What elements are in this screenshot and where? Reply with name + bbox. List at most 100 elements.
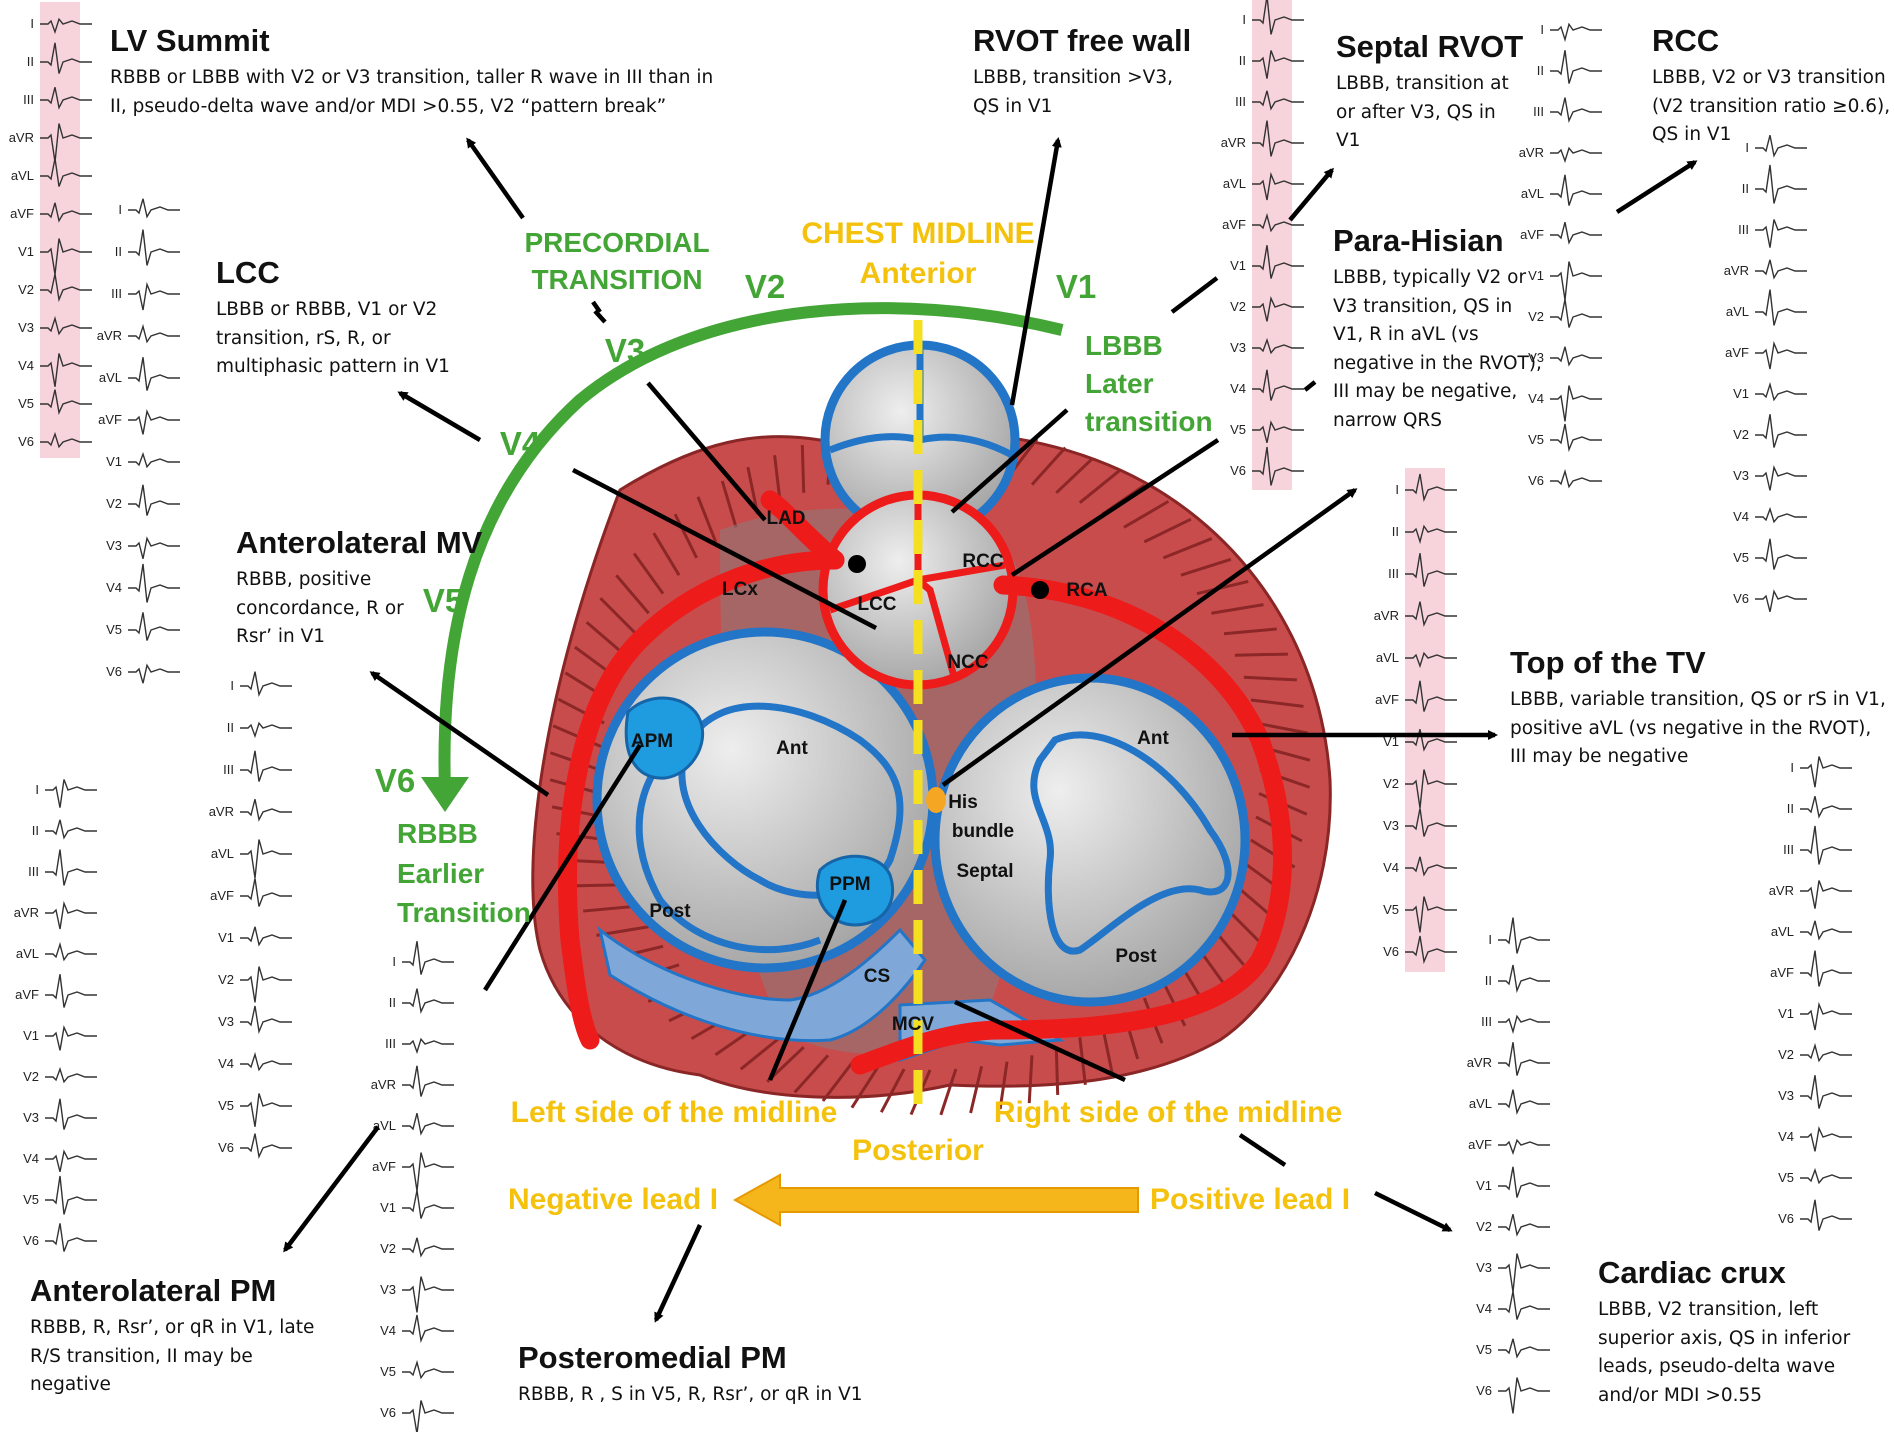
ecg-trace: [1550, 386, 1602, 422]
ecg-lead-label: aVR: [1769, 883, 1794, 898]
ecg-lead-label: II: [1485, 973, 1492, 988]
lad-label: LAD: [766, 508, 805, 529]
ecg-lead-label: V6: [1230, 463, 1246, 478]
lcx-label: LCx: [722, 579, 758, 600]
apm-label: APM: [631, 731, 673, 752]
mcv-label: MCV: [892, 1014, 935, 1035]
ecg-lead-label: aVR: [97, 328, 122, 343]
ecg-trace: [45, 1176, 97, 1214]
ecg-trace: [1755, 414, 1807, 447]
ecg-trace: [402, 1401, 454, 1432]
his-bundle-marker: [926, 787, 946, 813]
annotation-title: LCC: [216, 256, 466, 290]
ecg-lead-label: V1: [1476, 1178, 1492, 1193]
annotation-desc: LBBB, typically V2 or V3 transition, QS …: [1333, 264, 1543, 435]
ecg-lead-label: V3: [1733, 468, 1749, 483]
ecg-lead-label: V5: [380, 1364, 396, 1379]
ecg-lead-label: V5: [218, 1098, 234, 1113]
ecg-trace: [240, 927, 292, 945]
ecg-lead-label: V1: [380, 1200, 396, 1215]
ecg-lead-label: II: [1537, 63, 1544, 78]
ecg-lead-label: V2: [380, 1241, 396, 1256]
ecg-trace: [1498, 1291, 1550, 1319]
ecg-lead-label: III: [1783, 842, 1794, 857]
ecg-trace: [128, 538, 180, 558]
annotation-desc: RBBB or LBBB with V2 or V3 transition, t…: [110, 64, 730, 121]
ecg-trace: [240, 840, 292, 878]
ecg-trace: [45, 944, 97, 959]
leader-anterolateral-pm-2: [285, 1127, 378, 1250]
ecg-lead-label: V6: [1476, 1383, 1492, 1398]
ecg-trace: [1800, 796, 1852, 816]
ecg-lead-label: II: [389, 995, 396, 1010]
ecg-trace: [240, 799, 292, 819]
ecg-lead-label: V2: [1476, 1219, 1492, 1234]
ecg-trace: [1498, 1090, 1550, 1113]
ecg-trace: [1550, 299, 1602, 327]
ecg-lead-label: I: [30, 16, 34, 31]
ecg-lead-label: V1: [1778, 1006, 1794, 1021]
leader-crux-2: [1240, 1135, 1285, 1165]
ecg-lead-label: III: [23, 92, 34, 107]
ecg-lead-label: V6: [106, 664, 122, 679]
ecg-lead-label: V5: [1778, 1170, 1794, 1185]
ecg-lead-label: II: [1787, 801, 1794, 816]
ecg-lead-label: aVR: [371, 1077, 396, 1092]
ecg-lead-label: V6: [1528, 473, 1544, 488]
ecg-lead-label: V2: [23, 1069, 39, 1084]
lcc-label: LCC: [857, 594, 896, 615]
ecg-lead-label: V1: [1733, 386, 1749, 401]
ecg-lead-label: V4: [218, 1056, 234, 1071]
ecg-strip-posteromedial-pm: IIIIIIaVRaVLaVFV1V2V3V4V5V6: [371, 941, 454, 1432]
ecg-trace: [1755, 290, 1807, 326]
ecg-lead-label: V6: [1778, 1211, 1794, 1226]
ecg-trace: [240, 1094, 292, 1127]
ecg-trace: [1498, 1016, 1550, 1031]
ecg-lead-label: V2: [1383, 776, 1399, 791]
ecg-trace: [45, 974, 97, 1007]
ecg-trace: [1498, 1214, 1550, 1234]
ecg-lead-label: V1: [23, 1028, 39, 1043]
ecg-lead-label: V4: [380, 1323, 396, 1338]
ecg-trace: [128, 230, 180, 266]
ecg-lead-label: aVF: [10, 206, 34, 221]
ecg-trace: [1800, 880, 1852, 908]
ecg-lead-label: aVF: [1375, 692, 1399, 707]
rcc-label: RCC: [962, 551, 1003, 572]
ecg-lead-label: III: [111, 286, 122, 301]
ecg-lead-label: V5: [106, 622, 122, 637]
ecg-lead-label: aVR: [1519, 145, 1544, 160]
ecg-lead-label: aVF: [372, 1159, 396, 1174]
ecg-trace: [1550, 471, 1602, 486]
ecg-lead-label: V6: [1733, 591, 1749, 606]
v5-label: V5: [423, 582, 463, 619]
ecg-lead-label: V3: [106, 538, 122, 553]
ecg-trace: [1800, 1004, 1852, 1030]
ecg-lead-label: V4: [1476, 1301, 1492, 1316]
ecg-strip-para-hisian: IIIIIIaVRaVLaVFV1V2V3V4V5V6: [1374, 468, 1457, 972]
ecg-trace: [45, 1151, 97, 1171]
ecg-lead-label: aVL: [1521, 186, 1544, 201]
ecg-trace: [128, 326, 180, 341]
ecg-lead-label: V2: [18, 282, 34, 297]
ecg-lead-label: aVF: [210, 888, 234, 903]
ecg-trace: [1498, 1254, 1550, 1292]
ecg-lead-label: aVL: [99, 370, 122, 385]
ecg-lead-label: aVF: [1725, 345, 1749, 360]
ecg-lead-label: V4: [106, 580, 122, 595]
leader-lv-summit: [468, 140, 523, 218]
ecg-lead-label: aVR: [209, 804, 234, 819]
hatch-line: [1056, 1047, 1057, 1095]
ecg-trace: [402, 1277, 454, 1313]
ecg-trace: [1755, 260, 1807, 278]
ecg-trace: [1800, 921, 1852, 939]
ecg-lead-label: V2: [218, 972, 234, 987]
ecg-lead-label: V6: [18, 434, 34, 449]
ecg-trace: [1800, 1170, 1852, 1183]
ecg-lead-label: V3: [1383, 818, 1399, 833]
leader-septal-rvot: [1172, 278, 1217, 312]
ecg-trace: [1800, 1128, 1852, 1151]
posteromedial-pm-annotation: Posteromedial PM RBBB, R , S in V5, R, R…: [518, 1341, 918, 1410]
